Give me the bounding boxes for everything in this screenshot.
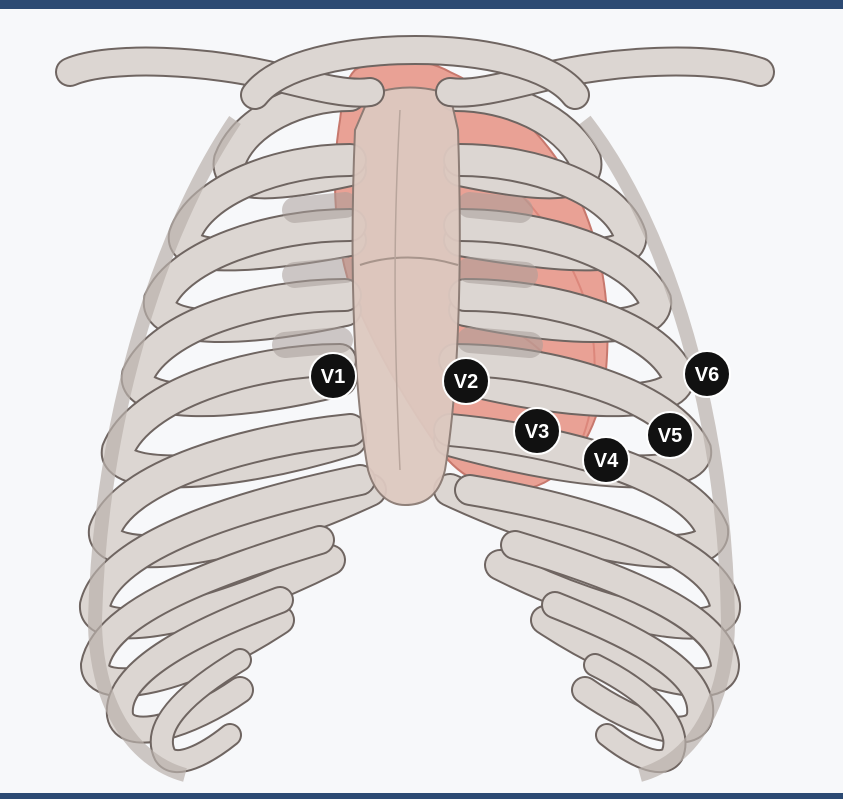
electrode-v6: V6: [684, 351, 730, 397]
electrode-v4: V4: [583, 437, 629, 483]
electrode-v5-label: V5: [658, 425, 682, 447]
bottom-border: [0, 793, 843, 799]
electrode-v6-label: V6: [695, 364, 719, 386]
rib-cage: [70, 50, 760, 775]
electrode-v3-label: V3: [525, 421, 549, 443]
electrode-v5: V5: [647, 412, 693, 458]
sternum: [353, 88, 460, 506]
electrode-v4-label: V4: [594, 450, 619, 472]
electrode-v2: V2: [443, 358, 489, 404]
electrode-v2-label: V2: [454, 371, 478, 393]
electrode-v1-label: V1: [321, 366, 345, 388]
electrode-v3: V3: [514, 408, 560, 454]
electrode-v1: V1: [310, 353, 356, 399]
